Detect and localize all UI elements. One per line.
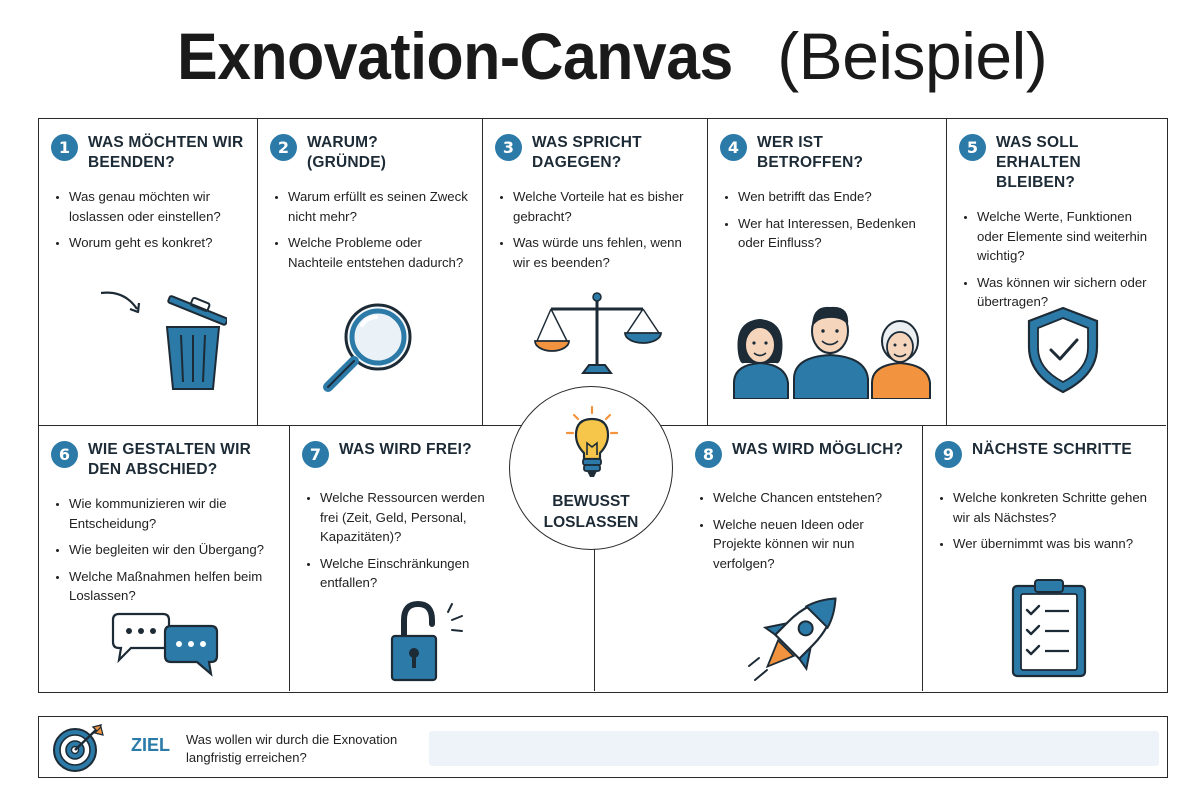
magnifier-icon [323, 303, 412, 392]
question: Welche konkreten Schritte gehen wir als … [953, 488, 1154, 527]
col-divider [257, 119, 258, 425]
section-title: WAS WIRD FREI? [339, 441, 472, 458]
goal-row: ZIEL Was wollen wir durch die Exnovation… [38, 716, 1168, 778]
clipboard-checklist-icon [1011, 579, 1087, 678]
section-9: 9 NÄCHSTE SCHRITTE Welche konkreten Schr… [923, 426, 1166, 691]
question: Welche Werte, Funktionen oder Elemente s… [977, 207, 1154, 266]
center-circle: BEWUSST LOSLASSEN [509, 386, 673, 550]
col-divider [946, 119, 947, 425]
rocket-icon [748, 597, 837, 681]
question: Was würde uns fehlen, wenn wir es beende… [513, 233, 695, 272]
col-divider [922, 425, 923, 691]
col-divider [482, 119, 483, 425]
question: Warum erfüllt es seinen Zweck nicht mehr… [288, 187, 470, 226]
question: Worum geht es konkret? [69, 233, 245, 253]
question: Was genau möchten wir loslassen oder ein… [69, 187, 245, 226]
section-number: 1 [51, 134, 78, 161]
section-title: WARUM?(GRÜNDE) [307, 134, 387, 171]
scales-icon [534, 292, 662, 374]
question: Wer übernimmt was bis wann? [953, 534, 1154, 554]
title-bold: Exnovation-Canvas [176, 19, 733, 93]
goal-label: ZIEL [131, 735, 170, 755]
goal-question: Was wollen wir durch die Exnovation lang… [186, 732, 398, 765]
section-number: 3 [495, 134, 522, 161]
section-8-content: 8 WAS WIRD MÖGLICH? Welche Chancen entst… [683, 426, 922, 691]
question: Wer hat Interessen, Bedenken oder Einflu… [738, 214, 934, 253]
lightbulb-icon [565, 405, 619, 477]
section-number: 2 [270, 134, 297, 161]
people-icon [733, 306, 931, 399]
col-divider [594, 425, 595, 691]
section-number: 9 [935, 441, 962, 468]
page-title: Exnovation-Canvas (Beispiel) [0, 14, 1200, 99]
question: Welche Einschränkungen entfallen? [320, 554, 498, 593]
trash-can-icon [100, 291, 227, 390]
question: Welche Maßnahmen helfen beim Loslassen? [69, 567, 277, 606]
section-number: 5 [959, 134, 986, 161]
shield-check-icon [1027, 306, 1099, 394]
center-label: BEWUSST LOSLASSEN [543, 493, 639, 531]
section-number: 6 [51, 441, 78, 468]
section-title: NÄCHSTE SCHRITTE [972, 441, 1132, 458]
question: Wen betrifft das Ende? [738, 187, 934, 207]
col-divider [707, 119, 708, 425]
section-2: 2 WARUM?(GRÜNDE) Warum erfüllt es seinen… [258, 119, 482, 425]
section-title: WAS WIRD MÖGLICH? [732, 441, 904, 458]
question: Wie begleiten wir den Übergang? [69, 540, 277, 560]
section-7: 7 WAS WIRD FREI? Welche Ressourcen werde… [290, 426, 510, 691]
question: Welche neuen Ideen oder Projekte können … [713, 515, 910, 574]
title-light: (Beispiel) [777, 19, 1048, 93]
target-icon [53, 724, 104, 772]
goal-input[interactable] [429, 731, 1159, 766]
question: Wie kommunizieren wir die Entscheidung? [69, 494, 277, 533]
unlocked-padlock-icon [390, 600, 463, 682]
question: Welche Ressourcen werden frei (Zeit, Gel… [320, 488, 498, 547]
question: Welche Chancen entstehen? [713, 488, 910, 508]
section-number: 7 [302, 441, 329, 468]
section-number: 4 [720, 134, 747, 161]
section-number: 8 [695, 441, 722, 468]
speech-bubbles-icon [111, 612, 219, 677]
question: Was können wir sichern oder übertragen? [977, 273, 1154, 312]
question: Welche Probleme oder Nachteile entstehen… [288, 233, 470, 272]
question: Welche Vorteile hat es bisher gebracht? [513, 187, 695, 226]
col-divider [289, 425, 290, 691]
